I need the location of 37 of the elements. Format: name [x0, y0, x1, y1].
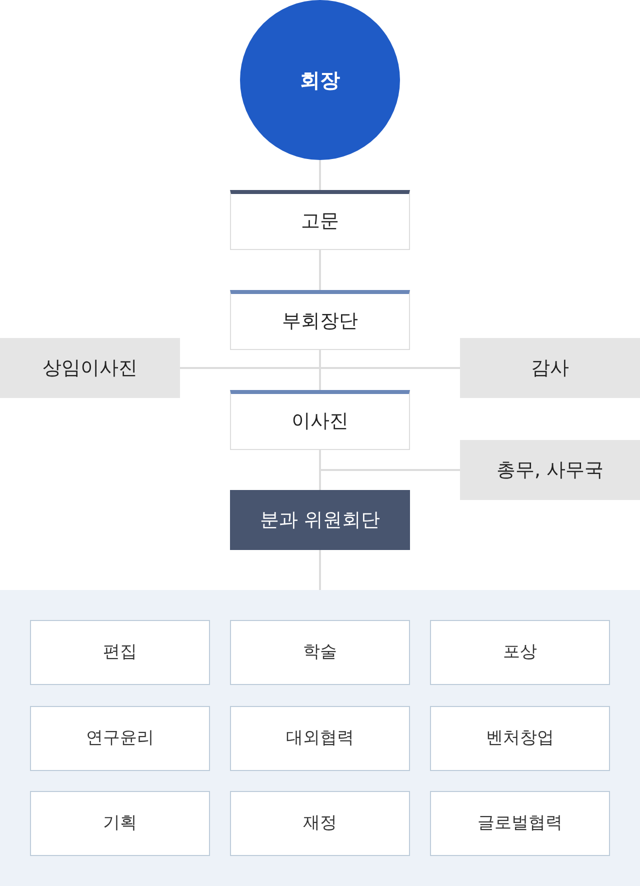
node-label: 편집 [103, 642, 137, 663]
connector-line [319, 160, 321, 190]
connector-line [319, 550, 321, 590]
node-label: 기획 [103, 813, 137, 834]
committee-cell [430, 620, 610, 685]
org-box [230, 190, 410, 250]
committee-box [230, 490, 410, 550]
node-label: 부회장단 [282, 310, 358, 333]
node-label: 연구윤리 [86, 728, 154, 749]
committee-cell [30, 706, 210, 771]
node-label: 회장 [300, 68, 340, 92]
node-label: 재정 [303, 813, 337, 834]
node-label: 고문 [301, 210, 339, 233]
committee-cell [430, 791, 610, 856]
node-label: 포상 [503, 642, 537, 663]
node-label: 학술 [303, 642, 337, 663]
committee-cell [430, 706, 610, 771]
committee-cell [30, 620, 210, 685]
node-label: 상임이사진 [42, 356, 138, 380]
grid-panel [0, 590, 640, 886]
node-label: 벤처창업 [486, 728, 554, 749]
side-box [460, 338, 640, 398]
node-label: 글로벌협력 [478, 813, 562, 834]
node-label: 분과 위원회단 [260, 508, 380, 532]
committee-cell [230, 706, 410, 771]
committee-cell [230, 620, 410, 685]
side-box [0, 338, 180, 398]
node-label: 감사 [531, 356, 569, 380]
node-label: 이사진 [292, 410, 348, 433]
node-label: 총무, 사무국 [496, 458, 604, 482]
committee-cell [30, 791, 210, 856]
connector-line [319, 250, 321, 290]
side-box [460, 440, 640, 500]
org-box [230, 290, 410, 350]
node-label: 대외협력 [286, 728, 354, 749]
committee-cell [230, 791, 410, 856]
org-box [230, 390, 410, 450]
